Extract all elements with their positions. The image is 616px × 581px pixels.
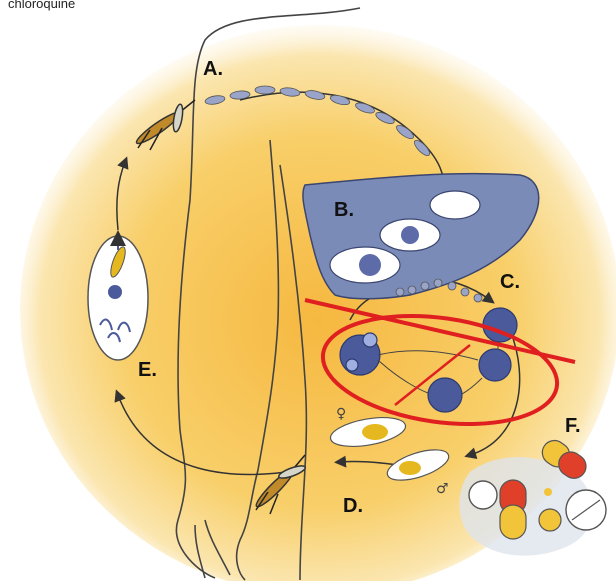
liver-cell-1 (430, 191, 480, 219)
male-symbol: ♂ (436, 481, 449, 497)
label-e: E. (138, 359, 157, 381)
label-c: C. (500, 271, 520, 293)
label-b: B. (334, 199, 354, 221)
white-tablet (469, 481, 497, 509)
liver-schizont-2 (359, 254, 381, 276)
rbc-inclusion-2 (346, 359, 358, 371)
liver-schizont-1 (401, 226, 419, 244)
label-d: D. (343, 495, 363, 517)
rbc-3 (479, 349, 511, 381)
label-f: F. (565, 415, 581, 437)
yellow-tablet (539, 509, 561, 531)
rbc-4 (428, 378, 462, 412)
rbc-inclusion-1 (363, 333, 377, 347)
label-a: A. (203, 58, 223, 80)
female-symbol: ♀ (336, 406, 346, 422)
capsule-vertical (500, 480, 526, 539)
